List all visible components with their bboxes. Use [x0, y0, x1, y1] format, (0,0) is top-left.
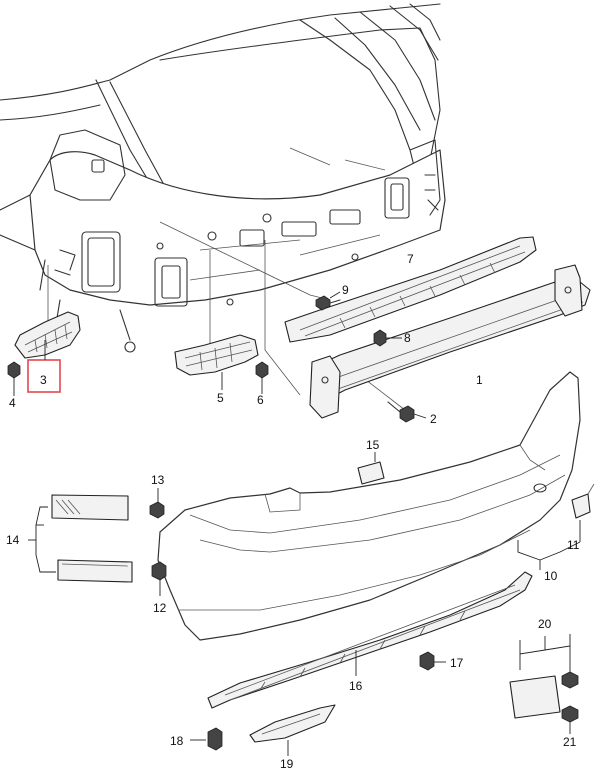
part-9-bolt: [315, 291, 341, 311]
callout-4: 4: [9, 396, 16, 410]
callout-6: 6: [257, 393, 264, 407]
callout-3: 3: [40, 373, 47, 387]
callout-8: 8: [404, 331, 411, 345]
part-3-left-bracket: [14, 311, 81, 359]
part-7-energy-absorber: [284, 236, 537, 343]
part-1-reinforcement-beam: [309, 264, 591, 419]
callout-5: 5: [217, 391, 224, 405]
callout-11: 11: [567, 538, 580, 552]
part-19-grille-insert: [249, 704, 336, 756]
callout-21: 21: [563, 735, 577, 749]
callout-13: 13: [151, 473, 165, 487]
callout-14: 14: [6, 533, 20, 547]
part-6-nut: [255, 361, 269, 394]
callout-10: 10: [544, 569, 558, 583]
callout-labels: 1 2 3 4 5 6 7 8 9 10 11 12 13 14 15 16 1…: [6, 252, 580, 771]
callout-7: 7: [407, 252, 414, 266]
part-11-bracket: [571, 483, 595, 519]
part-13-clip: [149, 488, 165, 519]
callout-9: 9: [342, 283, 349, 297]
part-5-center-bracket: [174, 334, 259, 390]
callout-1: 1: [476, 373, 483, 387]
part-21-screw: [561, 671, 579, 734]
part-16-lower-trim: [207, 571, 533, 709]
callout-2: 2: [430, 412, 437, 426]
part-20-plate-bracket: [509, 634, 571, 719]
callout-16: 16: [349, 679, 363, 693]
part-18-screw: [190, 727, 223, 751]
part-15-clip: [357, 452, 385, 485]
part-4-nut: [7, 361, 21, 396]
part-17-clip: [419, 651, 446, 671]
part-12-screw: [151, 561, 167, 596]
vehicle-rear-body: [0, 3, 446, 353]
part-3-highlight-box: [27, 359, 61, 393]
callout-10-bracket: [517, 540, 581, 561]
callout-15: 15: [366, 438, 380, 452]
callout-18: 18: [170, 734, 184, 748]
callout-20: 20: [538, 617, 552, 631]
part-8-nut: [373, 329, 402, 347]
part-10-bumper-cover: [157, 371, 581, 641]
callout-12: 12: [153, 601, 167, 615]
part-14-reflectors: [28, 494, 133, 583]
callout-17: 17: [450, 656, 464, 670]
part-2-bolt: [387, 401, 427, 423]
callout-19: 19: [280, 757, 294, 771]
